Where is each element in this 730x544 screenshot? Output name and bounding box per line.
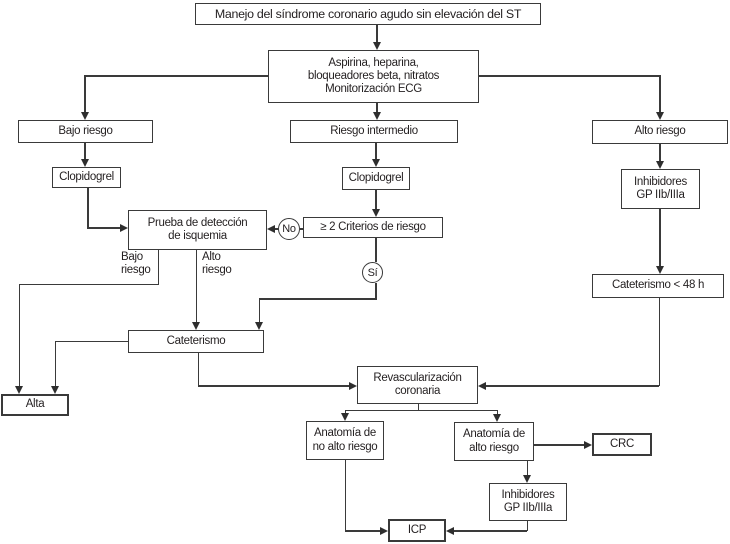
connector-line xyxy=(197,353,199,386)
arrowhead-down xyxy=(372,112,381,120)
node-bajo-riesgo: Bajo riesgo xyxy=(18,120,153,143)
connector-line xyxy=(454,530,527,532)
connector-line xyxy=(344,410,346,414)
connector-line xyxy=(479,75,660,77)
connector-line xyxy=(87,227,121,229)
connector-line xyxy=(344,460,346,531)
arrowhead-down xyxy=(80,112,89,120)
arrowhead-down xyxy=(371,209,380,217)
connector-line xyxy=(376,25,378,43)
connector-line xyxy=(18,284,159,286)
connector-line xyxy=(375,190,377,210)
node-alta: Alta xyxy=(1,394,69,416)
connector-line xyxy=(54,340,56,387)
arrowhead-down xyxy=(50,386,59,394)
node-criterios-riesgo: ≥ 2 Criterios de riesgo xyxy=(303,217,443,238)
arrowhead-down xyxy=(492,414,501,422)
connector-line xyxy=(258,298,377,300)
connector-line xyxy=(659,144,661,162)
arrowhead-left xyxy=(267,224,275,233)
connector-line xyxy=(18,284,20,386)
arrowhead-down xyxy=(80,159,89,167)
connector-line xyxy=(300,228,304,230)
arrowhead-down xyxy=(340,413,349,421)
connector-line xyxy=(344,410,498,412)
connector-line xyxy=(417,404,419,411)
connector-line xyxy=(275,228,279,230)
arrowhead-down xyxy=(254,322,263,330)
arrowhead-down xyxy=(372,42,381,50)
connector-line xyxy=(534,444,584,446)
connector-line xyxy=(55,340,128,342)
node-clopidogrel-middle: Clopidogrel xyxy=(342,167,410,190)
arrowhead-right xyxy=(380,526,388,535)
arrowhead-left xyxy=(478,381,486,390)
node-anatomia-alto-riesgo: Anatomía de alto riesgo xyxy=(454,422,534,461)
node-alto-riesgo: Alto riesgo xyxy=(592,120,728,144)
arrowhead-right xyxy=(120,223,128,232)
node-anatomia-no-alto-riesgo: Anatomía de no alto riesgo xyxy=(306,421,384,460)
connector-line xyxy=(85,75,268,77)
connector-line xyxy=(195,250,197,322)
connector-line xyxy=(157,250,159,285)
connector-line xyxy=(375,143,377,160)
connector-line xyxy=(84,143,86,160)
node-inhibidores-bottom: Inhibidores GP IIb/IIIa xyxy=(489,483,567,521)
connector-line xyxy=(197,385,350,387)
node-cateterismo-48h: Cateterismo < 48 h xyxy=(592,274,724,298)
arrowhead-down xyxy=(655,112,664,120)
node-cateterismo: Cateterismo xyxy=(128,330,264,353)
connector-line xyxy=(375,238,377,262)
connector-line xyxy=(344,530,381,532)
node-medications: Aspirina, heparina, bloqueadores beta, n… xyxy=(268,50,479,103)
label-alto-riesgo-path: Alto riesgo xyxy=(202,251,232,276)
connector-line xyxy=(659,75,661,114)
node-title: Manejo del síndrome coronario agudo sin … xyxy=(195,3,541,25)
connector-line xyxy=(496,410,498,415)
arrowhead-left xyxy=(446,526,454,535)
arrowhead-down xyxy=(655,266,664,274)
node-crc: CRC xyxy=(592,433,652,456)
node-revascularizacion: Revascularización coronaria xyxy=(357,366,478,404)
arrowhead-down xyxy=(371,159,380,167)
arrowhead-right xyxy=(349,381,357,390)
node-inhibidores-top: Inhibidores GP IIb/IIIa xyxy=(621,169,700,209)
connector-line xyxy=(87,188,89,228)
arrowhead-down xyxy=(522,475,531,483)
arrowhead-down xyxy=(191,322,200,330)
connector-line xyxy=(376,103,378,113)
arrowhead-down xyxy=(655,161,664,169)
connector-line xyxy=(486,385,659,387)
arrowhead-down xyxy=(14,386,23,394)
decision-si-circle: Sí xyxy=(362,262,383,283)
node-icp: ICP xyxy=(388,519,446,542)
node-riesgo-intermedio: Riesgo intermedio xyxy=(290,120,458,143)
arrowhead-right xyxy=(584,440,592,449)
connector-line xyxy=(658,298,660,386)
connector-line xyxy=(375,283,377,299)
connector-line xyxy=(258,298,260,323)
node-clopidogrel-left: Clopidogrel xyxy=(52,167,121,188)
connector-line xyxy=(526,521,528,531)
connector-line xyxy=(659,209,661,267)
connector-line xyxy=(526,461,528,476)
node-prueba-isquemia: Prueba de detección de isquemia xyxy=(128,210,267,250)
decision-no-circle: No xyxy=(278,218,300,240)
label-bajo-riesgo-path: Bajo riesgo xyxy=(121,251,151,276)
connector-line xyxy=(84,75,86,114)
